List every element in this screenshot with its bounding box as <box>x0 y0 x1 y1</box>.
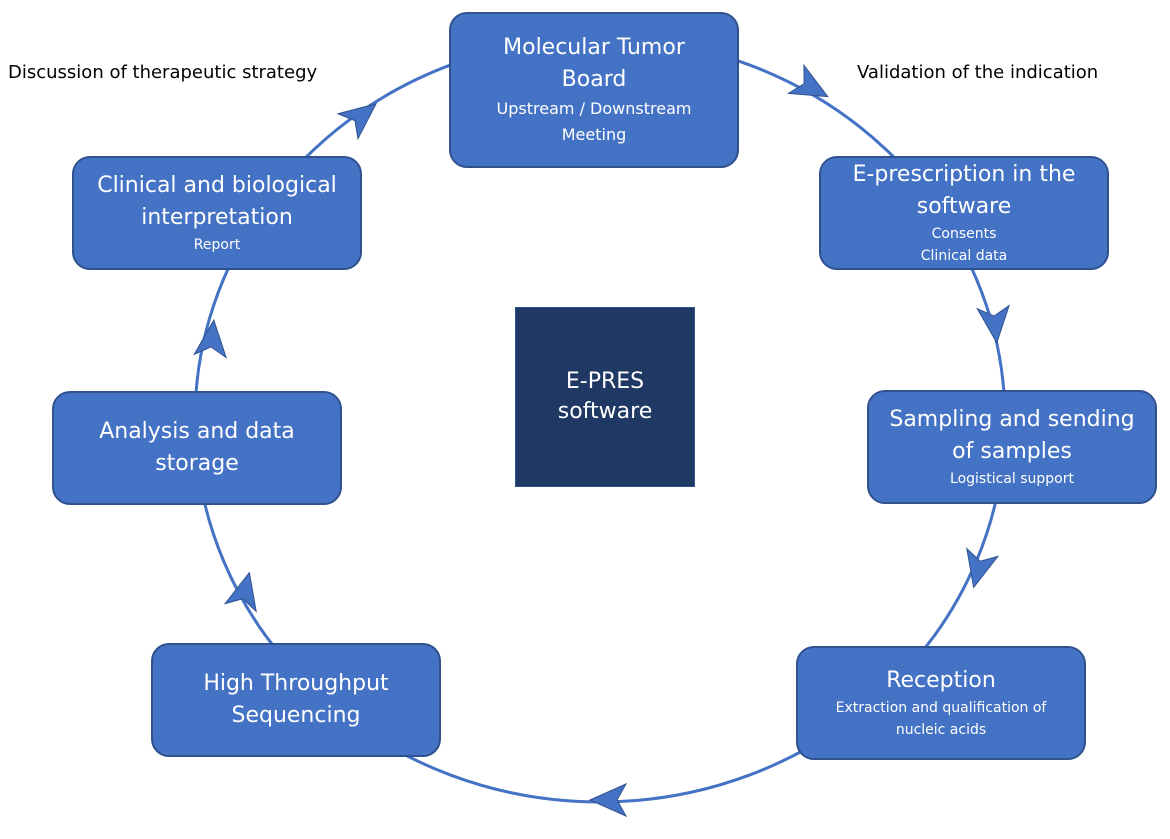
center-e-pres-software: E-PRES software <box>515 307 695 487</box>
label-validation-indication: Validation of the indication <box>857 62 1099 83</box>
step-molecular-tumor-board[interactable]: Molecular Tumor Board Upstream / Downstr… <box>449 12 739 168</box>
step-title-line: of samples <box>952 439 1072 464</box>
step-sub-line: Extraction and qualification of <box>835 700 1047 716</box>
step-title-line: E-prescription in the <box>852 162 1076 187</box>
step-analysis-data-storage[interactable]: Analysis and data storage <box>52 391 342 505</box>
step-sub-line: nucleic acids <box>895 722 987 738</box>
center-line: software <box>557 399 653 424</box>
chevron-arrow-icon <box>193 318 228 359</box>
chevron-arrow-icon <box>976 304 1011 345</box>
step-sub-line: Meeting <box>561 125 627 144</box>
step-title-line: storage <box>155 451 239 476</box>
chevron-arrow-icon <box>588 782 628 818</box>
step-clinical-biological-interpretation[interactable]: Clinical and biological interpretation R… <box>72 156 362 270</box>
step-title-line: Reception <box>886 668 996 693</box>
step-sub-line: Consents <box>931 226 997 242</box>
step-title-line: Clinical and biological <box>97 173 337 198</box>
step-sampling-sending[interactable]: Sampling and sending of samples Logistic… <box>867 390 1157 504</box>
step-e-prescription[interactable]: E-prescription in the software Consents … <box>819 156 1109 270</box>
chevron-arrow-icon <box>786 63 829 98</box>
step-title-line: Molecular Tumor <box>503 35 685 60</box>
step-title-line: software <box>916 194 1012 219</box>
step-title-line: Analysis and data <box>99 419 295 444</box>
step-title-line: interpretation <box>141 205 293 230</box>
step-reception[interactable]: Reception Extraction and qualification o… <box>796 646 1086 760</box>
step-title-line: High Throughput <box>203 671 389 696</box>
step-sub-line: Upstream / Downstream <box>496 99 692 118</box>
step-sub-line: Report <box>193 237 241 253</box>
chevron-arrow-icon <box>223 571 257 613</box>
center-line: E-PRES <box>565 369 645 394</box>
step-title-line: Board <box>561 67 627 92</box>
cycle-arrows <box>193 63 1011 818</box>
step-title-line: Sampling and sending <box>889 407 1135 432</box>
chevron-arrow-icon <box>336 102 378 141</box>
step-title-line: Sequencing <box>231 703 361 728</box>
step-sub-line: Logistical support <box>950 471 1074 487</box>
step-high-throughput-sequencing[interactable]: High Throughput Sequencing <box>151 643 441 757</box>
label-discussion-strategy: Discussion of therapeutic strategy <box>8 62 318 83</box>
chevron-arrow-icon <box>966 547 1000 589</box>
step-sub-line: Clinical data <box>920 248 1008 264</box>
